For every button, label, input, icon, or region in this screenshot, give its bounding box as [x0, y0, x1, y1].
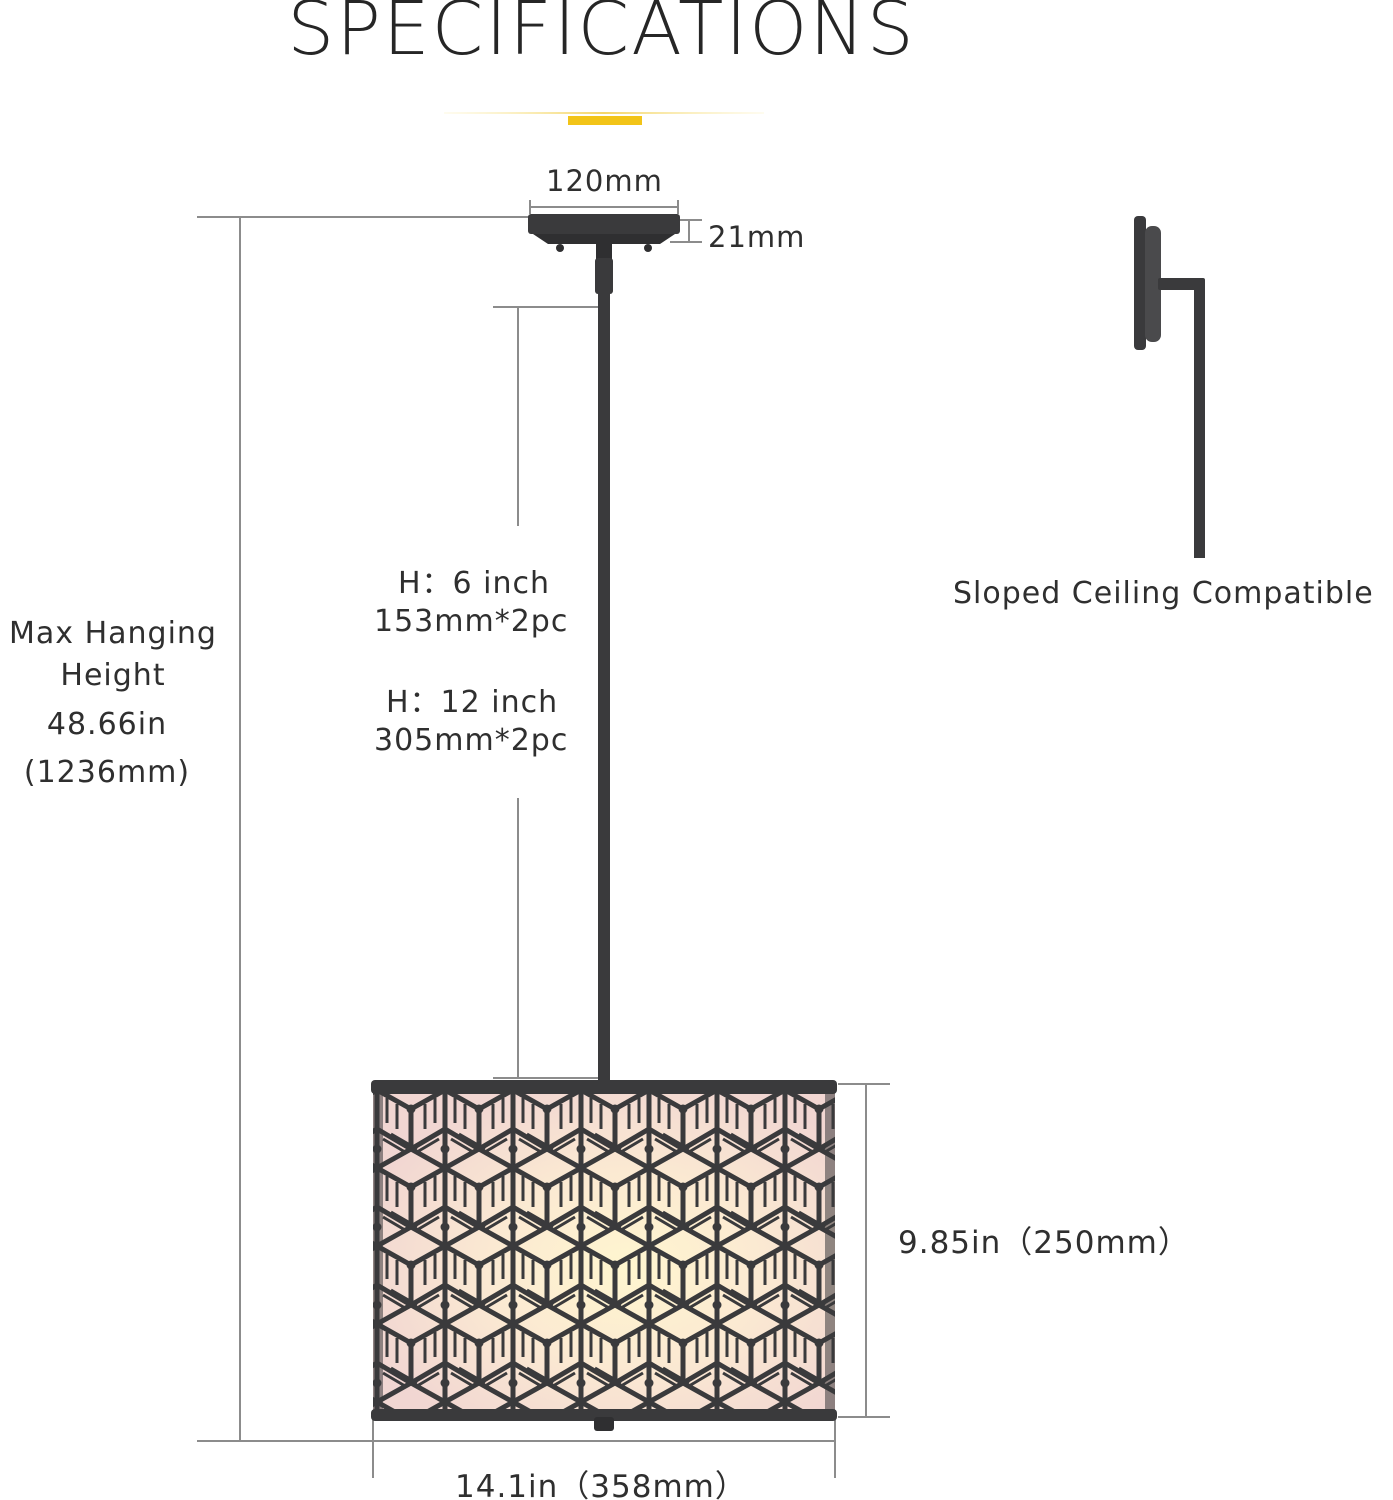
downrod — [598, 294, 610, 1082]
rod-long-line2: 305mm*2pc — [374, 723, 569, 758]
canopy-width-label: 120mm — [546, 164, 663, 198]
max-height-line1: Max Hanging — [9, 616, 217, 651]
ceiling-canopy — [528, 214, 680, 294]
shade-width-label: 14.1in（358mm） — [455, 1469, 747, 1500]
canopy-height-label: 21mm — [708, 220, 806, 254]
title-accent — [444, 112, 764, 125]
page-title: SPECIFICATIONS — [287, 0, 916, 72]
sloped-ceiling-icon — [1134, 216, 1205, 558]
sloped-ceiling-label: Sloped Ceiling Compatible — [953, 576, 1374, 611]
drum-shade — [371, 1080, 837, 1431]
max-height-line4: (1236mm) — [23, 755, 191, 790]
shade-height-label: 9.85in（250mm） — [898, 1225, 1190, 1261]
rod-short-line2: 153mm*2pc — [374, 604, 569, 639]
max-height-line2: Height — [60, 658, 166, 693]
rod-long-line1: H：12 inch — [386, 685, 559, 720]
dimension-lines — [197, 200, 890, 1478]
rod-short-line1: H：6 inch — [398, 566, 551, 601]
max-height-line3: 48.66in — [46, 707, 168, 742]
